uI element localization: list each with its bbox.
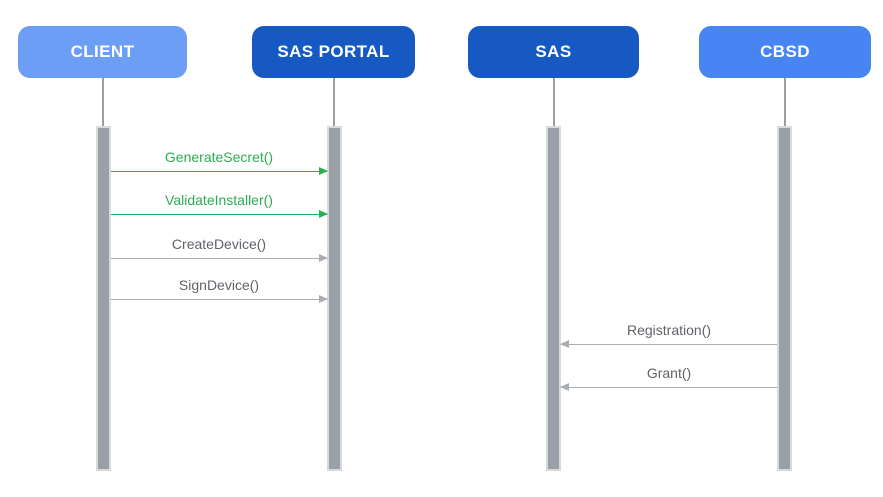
lifeline-stem-sas: [553, 78, 555, 126]
message-label: SignDevice(): [178, 277, 260, 293]
message-arrow: [111, 254, 328, 262]
message-arrow: [560, 340, 777, 348]
message-arrow: [111, 295, 328, 303]
arrowhead-right-icon: [319, 295, 328, 303]
arrowhead-left-icon: [560, 383, 569, 391]
message-validate-installer: ValidateInstaller(): [111, 191, 328, 218]
arrowhead-left-icon: [560, 340, 569, 348]
message-registration: Registration(): [560, 321, 777, 348]
actor-box-sas-portal: SAS PORTAL: [252, 26, 415, 78]
actor-box-client: CLIENT: [18, 26, 187, 78]
message-label: GenerateSecret(): [164, 149, 274, 165]
message-arrow: [111, 210, 328, 218]
message-sign-device: SignDevice(): [111, 276, 328, 303]
message-label: Registration(): [626, 322, 712, 338]
message-label: CreateDevice(): [171, 236, 267, 252]
message-grant: Grant(): [560, 364, 777, 391]
activation-bar-client: [96, 126, 111, 471]
message-label: ValidateInstaller(): [165, 192, 273, 208]
actor-label-sas-portal: SAS PORTAL: [277, 42, 390, 61]
actor-box-cbsd: CBSD: [699, 26, 871, 78]
message-create-device: CreateDevice(): [111, 235, 328, 262]
lifeline-stem-client: [102, 78, 104, 126]
arrowhead-right-icon: [319, 254, 328, 262]
message-label: Grant(): [646, 365, 692, 381]
message-arrow: [111, 167, 328, 175]
message-generate-secret: GenerateSecret(): [111, 148, 328, 175]
actor-label-client: CLIENT: [70, 42, 135, 61]
activation-bar-cbsd: [777, 126, 792, 471]
message-arrow: [560, 383, 777, 391]
actor-label-sas: SAS: [535, 42, 572, 61]
lifeline-stem-cbsd: [784, 78, 786, 126]
lifeline-stem-sas-portal: [333, 78, 335, 126]
actor-box-sas: SAS: [468, 26, 639, 78]
arrowhead-right-icon: [319, 210, 328, 218]
activation-bar-sas-portal: [327, 126, 342, 471]
actor-label-cbsd: CBSD: [760, 42, 810, 61]
arrowhead-right-icon: [319, 167, 328, 175]
activation-bar-sas: [546, 126, 561, 471]
